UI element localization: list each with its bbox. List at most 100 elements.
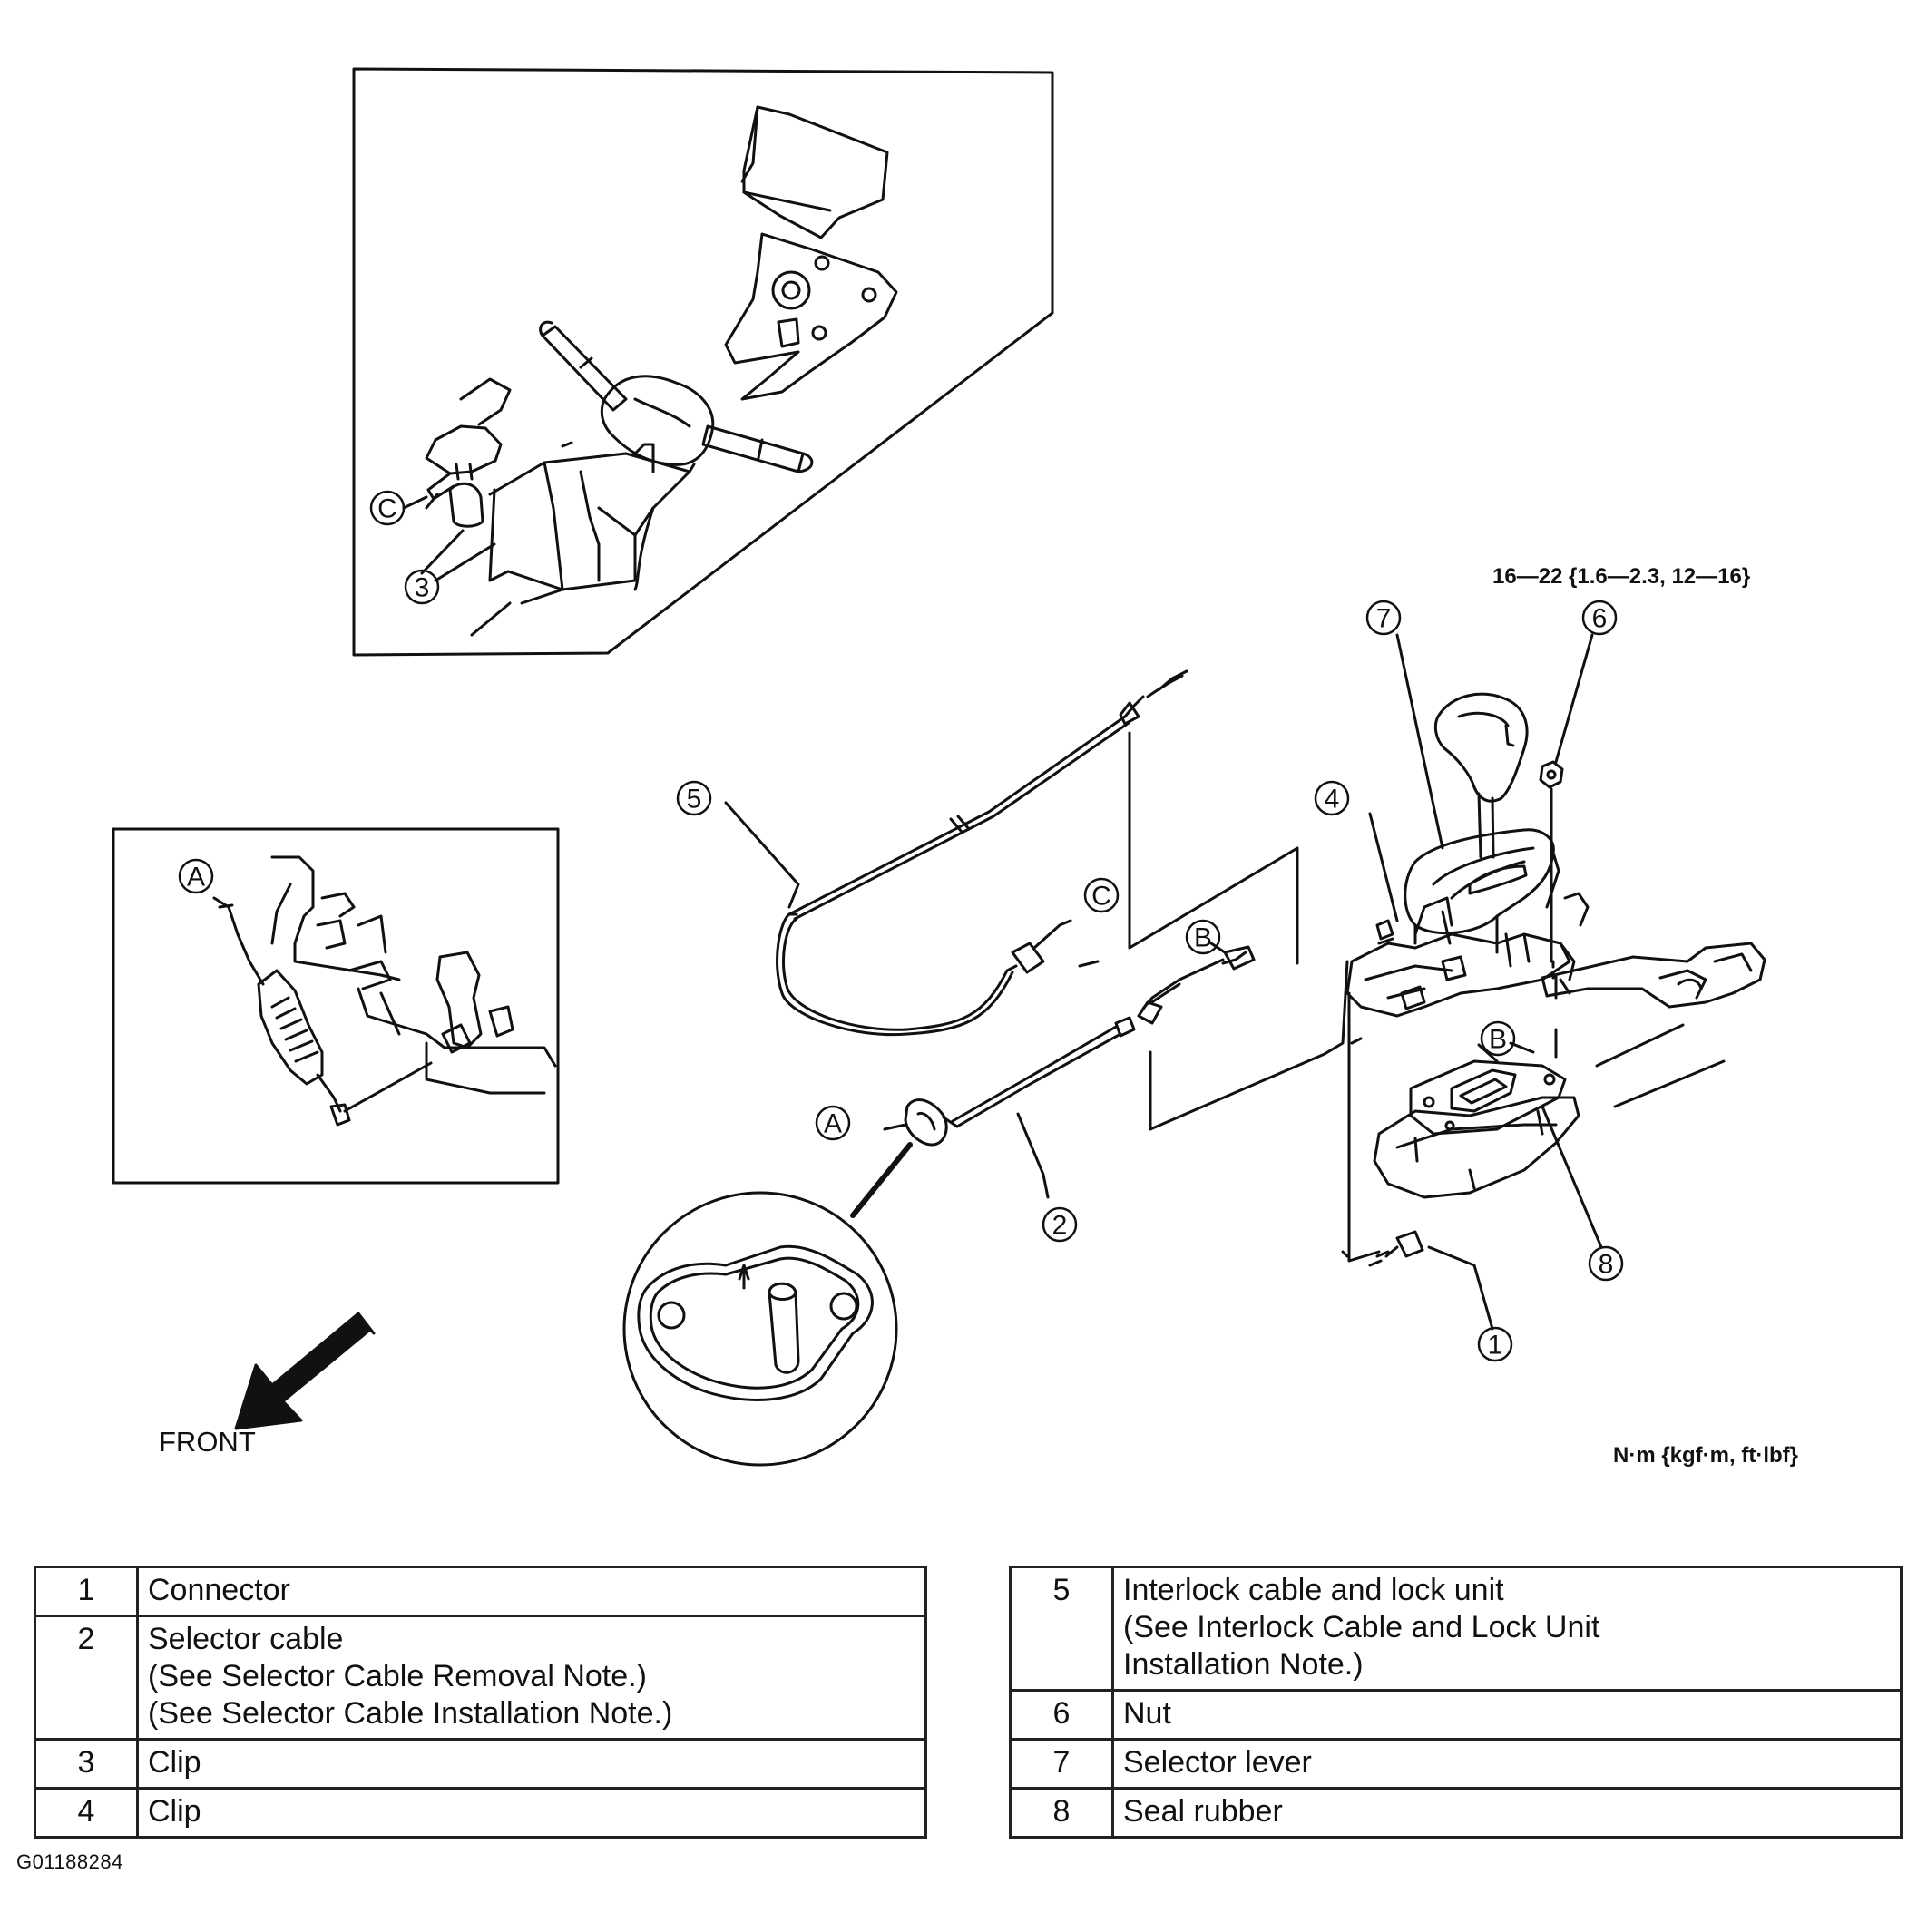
part-description: Clip [136, 1787, 927, 1839]
callout-6: 6 [1592, 604, 1608, 634]
callout-1: 1 [1488, 1331, 1503, 1361]
callout-circle-5 [676, 780, 712, 816]
callout-circle-c-main [1083, 877, 1120, 913]
part-number: 6 [1009, 1689, 1114, 1741]
part-description: Nut [1111, 1689, 1903, 1741]
table-row: 3 Clip [34, 1738, 927, 1790]
callout-circle-6 [1581, 600, 1618, 636]
selector-cable-grommet [904, 1098, 948, 1147]
callout-c-inset: C [377, 494, 397, 524]
table-row: 7 Selector lever [1009, 1738, 1903, 1790]
part-number: 4 [34, 1787, 139, 1839]
transmission-inset-frame [112, 827, 560, 1185]
steering-inset-frame [352, 67, 1054, 657]
left-stalk [541, 325, 628, 412]
table-row: 4 Clip [34, 1787, 927, 1839]
guide-line-c [1128, 731, 1299, 965]
part-description: Selector cable (See Selector Cable Remov… [136, 1615, 927, 1741]
callout-8: 8 [1599, 1250, 1614, 1280]
selector-rod [1477, 792, 1482, 859]
callout-circle-8 [1588, 1245, 1624, 1282]
callout-circle-7 [1365, 600, 1402, 636]
selector-base [1345, 932, 1571, 1018]
callout-2: 2 [1052, 1211, 1068, 1241]
steering-column-tube [488, 452, 691, 591]
table-row: 2 Selector cable (See Selector Cable Rem… [34, 1615, 927, 1741]
figure-id: G01188284 [16, 1850, 123, 1873]
table-row: 1 Connector [34, 1566, 927, 1617]
callout-5: 5 [687, 785, 702, 815]
combination-switch [600, 375, 715, 466]
manual-shaft-lever [435, 951, 483, 1049]
part-description: Connector [136, 1566, 927, 1617]
selector-lever-assembly [724, 633, 1766, 1331]
callout-b-main: B [1194, 923, 1212, 953]
callout-circle-b-main [1185, 919, 1221, 955]
interlock-cable-lock-arm [1541, 942, 1766, 1009]
guide-line-1 [1347, 991, 1381, 1263]
transmission-inset [112, 827, 560, 1185]
steering-column-inset [352, 67, 1054, 657]
selector-knob [1433, 692, 1529, 803]
callout-7: 7 [1376, 604, 1392, 634]
parts-table-right: 5 Interlock cable and lock unit (See Int… [1009, 1566, 1903, 1839]
callout-4: 4 [1325, 785, 1340, 815]
front-arrow [234, 1312, 376, 1430]
part-number: 3 [34, 1738, 139, 1790]
callout-circle-b-right [1480, 1020, 1516, 1057]
grommet-tube [768, 1282, 800, 1374]
callout-circle-1 [1477, 1326, 1513, 1362]
guide-line-b [1149, 960, 1349, 1131]
part-number: 7 [1009, 1738, 1114, 1790]
callout-circle-a-main [815, 1105, 851, 1141]
selector-housing [1404, 828, 1555, 935]
callout-circle-c-inset [369, 490, 406, 526]
grommet-hole-right [829, 1292, 858, 1321]
callout-3: 3 [415, 573, 430, 603]
interlock-connector-c [1011, 942, 1045, 974]
part-number: 1 [34, 1566, 139, 1617]
cable-boot [257, 969, 324, 1086]
callout-circle-a-inset [178, 858, 214, 894]
callout-b-right: B [1489, 1025, 1507, 1055]
part-description: Selector lever [1111, 1738, 1903, 1790]
part-number: 5 [1009, 1566, 1114, 1692]
zoom-leader-line [850, 1142, 913, 1218]
table-row: 5 Interlock cable and lock unit (See Int… [1009, 1566, 1903, 1692]
front-label: FRONT [159, 1426, 256, 1458]
callout-c-main: C [1091, 882, 1111, 912]
torque-spec: 16—22 {1.6—2.3, 12—16} [1492, 564, 1750, 589]
nut-6 [1539, 760, 1564, 789]
callout-circle-3 [404, 569, 440, 605]
grommet-detail [622, 1142, 913, 1467]
connector-1 [1395, 1230, 1424, 1258]
key-cylinder [771, 270, 811, 310]
selector-cable-end [212, 896, 265, 986]
interlock-lock-unit [425, 424, 503, 475]
clip-3 [448, 482, 484, 528]
grommet-hole-left [657, 1301, 686, 1330]
callout-a-inset: A [187, 863, 205, 893]
callout-circle-4 [1314, 780, 1350, 816]
part-description: Interlock cable and lock unit (See Inter… [1111, 1566, 1903, 1692]
parts-table-left: 1 Connector 2 Selector cable (See Select… [34, 1566, 927, 1839]
zoom-circle [622, 1191, 898, 1467]
part-description: Seal rubber [1111, 1787, 1903, 1839]
grommet-plate [637, 1244, 874, 1401]
selector-cable [883, 945, 1256, 1147]
part-description: Clip [136, 1738, 927, 1790]
callout-circle-2 [1042, 1206, 1078, 1243]
part-number: 2 [34, 1615, 139, 1741]
table-row: 8 Seal rubber [1009, 1787, 1903, 1839]
right-stalk [701, 424, 805, 473]
lower-column-cover [724, 232, 898, 401]
units-note: N·m {kgf·m, ft·lbf} [1613, 1443, 1798, 1468]
callout-a-main: A [824, 1109, 842, 1139]
console-lower-panel [1373, 1096, 1580, 1199]
interlock-cable [776, 669, 1188, 1037]
part-number: 8 [1009, 1787, 1114, 1839]
clip-4 [1375, 919, 1394, 941]
column-cover [742, 105, 889, 239]
table-row: 6 Nut [1009, 1689, 1903, 1741]
